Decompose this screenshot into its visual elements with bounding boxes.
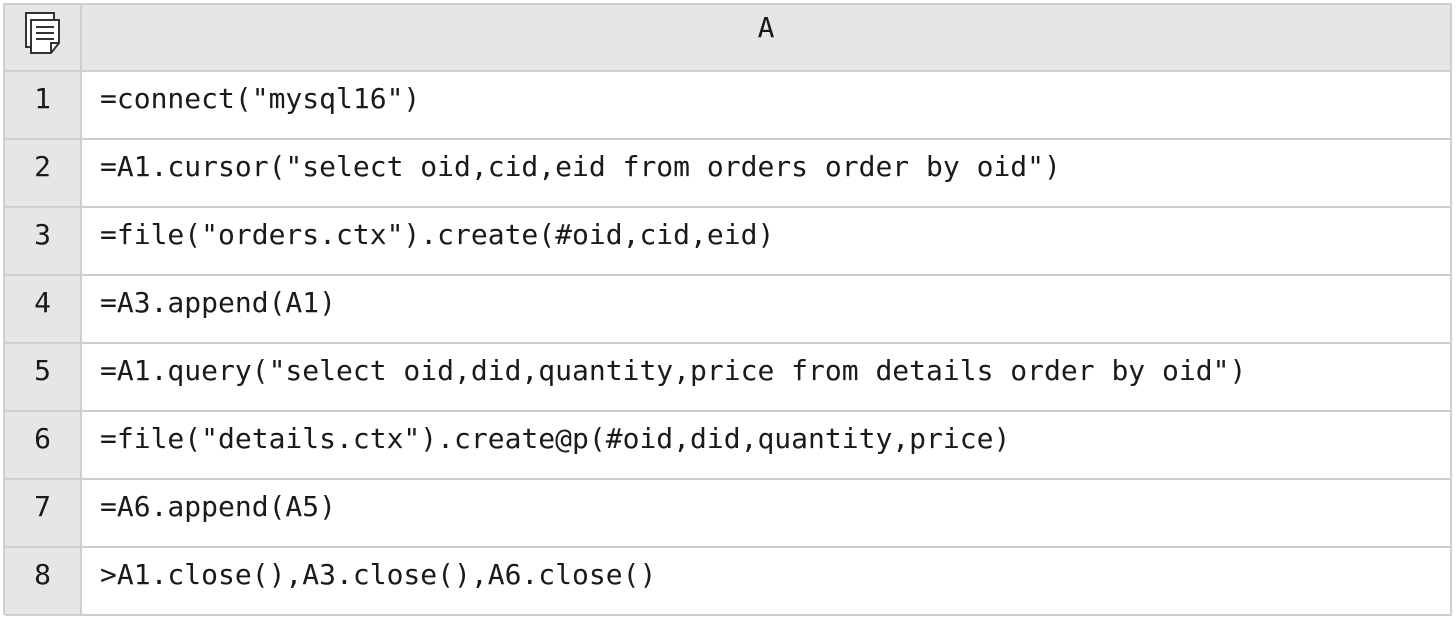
- cell-a3[interactable]: =file("orders.ctx").create(#oid,cid,eid): [82, 208, 1452, 276]
- row-header-3[interactable]: 3: [5, 208, 82, 276]
- cell-a1[interactable]: =connect("mysql16"): [82, 72, 1452, 140]
- row-header-8[interactable]: 8: [5, 548, 82, 616]
- cell-a2[interactable]: =A1.cursor("select oid,cid,eid from orde…: [82, 140, 1452, 208]
- column-header-a[interactable]: A: [82, 5, 1452, 72]
- cell-a4[interactable]: =A3.append(A1): [82, 276, 1452, 344]
- cell-a5[interactable]: =A1.query("select oid,did,quantity,price…: [82, 344, 1452, 412]
- row-header-1[interactable]: 1: [5, 72, 82, 140]
- row-header-2[interactable]: 2: [5, 140, 82, 208]
- spreadsheet-grid: A 1 =connect("mysql16") 2 =A1.cursor("se…: [3, 3, 1452, 616]
- row-header-7[interactable]: 7: [5, 480, 82, 548]
- row-header-5[interactable]: 5: [5, 344, 82, 412]
- row-header-4[interactable]: 4: [5, 276, 82, 344]
- cell-a7[interactable]: =A6.append(A5): [82, 480, 1452, 548]
- select-all-corner[interactable]: [5, 5, 82, 72]
- document-stack-icon: [24, 12, 60, 54]
- row-header-6[interactable]: 6: [5, 412, 82, 480]
- cell-a6[interactable]: =file("details.ctx").create@p(#oid,did,q…: [82, 412, 1452, 480]
- cell-a8[interactable]: >A1.close(),A3.close(),A6.close(): [82, 548, 1452, 616]
